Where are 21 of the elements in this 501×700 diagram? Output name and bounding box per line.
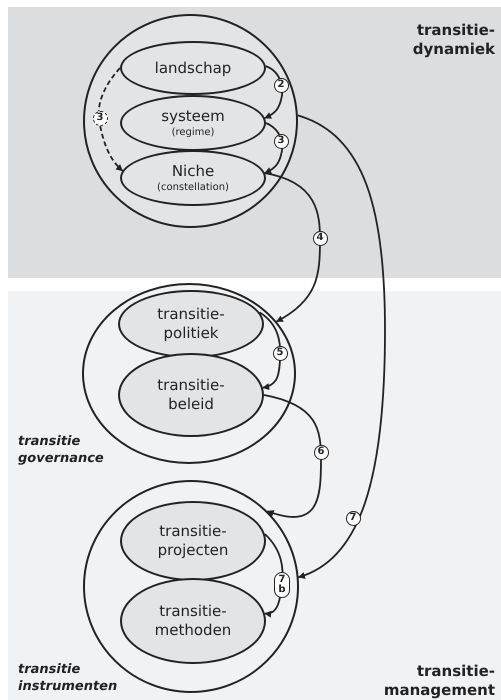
arrow (264, 122, 284, 174)
arrow (298, 114, 386, 578)
stage-label: transitie- projecten (156, 522, 230, 560)
arrow (264, 172, 321, 322)
stage-label: systeem (161, 107, 225, 126)
stage-label: landschap (154, 58, 232, 78)
stage-label: transitie- methoden (154, 602, 232, 640)
band-panel (8, 7, 501, 278)
stage-label: transitie- politiek (156, 305, 226, 343)
arrow (98, 67, 124, 172)
arrow (264, 394, 322, 518)
arrow (259, 312, 282, 390)
stage-label: transitie- beleid (156, 376, 226, 414)
stage-sublabel: (regime) (172, 126, 214, 139)
group-heading: transitie instrumenten (18, 661, 118, 695)
group-heading: transitie governance (18, 433, 105, 467)
band-heading: transitie- management (382, 662, 495, 700)
band-heading: transitie- dynamiek (412, 21, 495, 59)
arrow (264, 65, 284, 119)
stage-sublabel: (constellation) (157, 181, 229, 194)
stage-label: Niche (172, 162, 214, 181)
